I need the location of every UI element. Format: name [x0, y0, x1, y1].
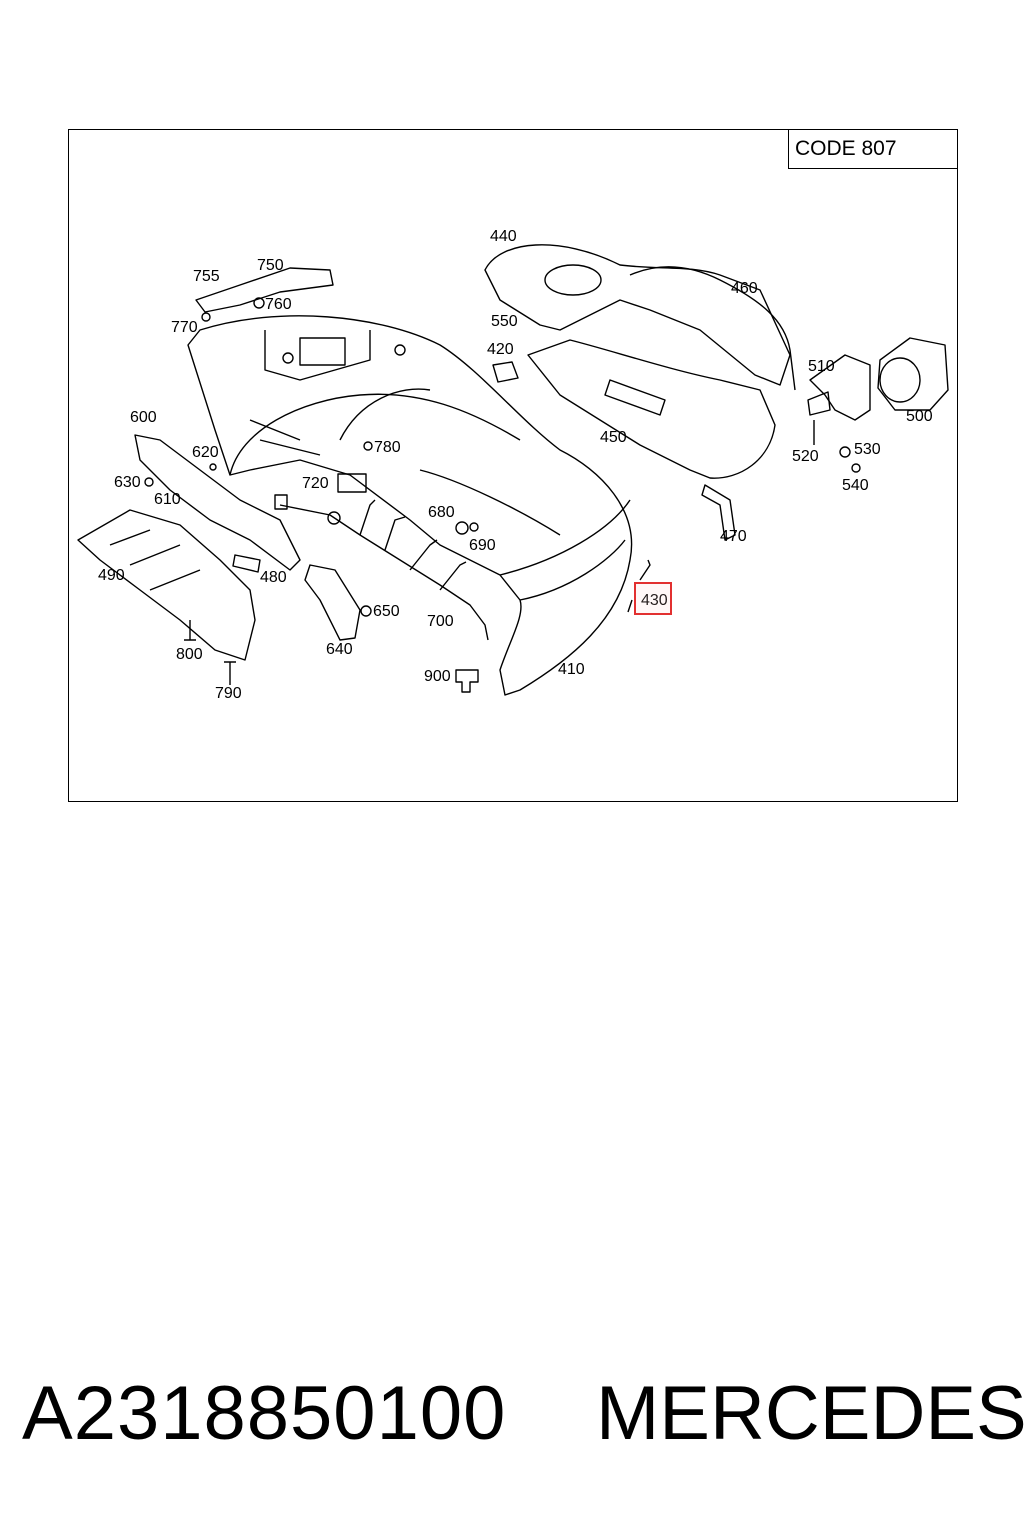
- part-label: 700: [427, 613, 454, 630]
- part-label: 630: [114, 474, 141, 491]
- part-label: 470: [720, 528, 747, 545]
- highlight-box-430: [634, 582, 672, 615]
- panel-490: [77, 509, 256, 661]
- cover-440: [484, 244, 791, 386]
- part-label: 610: [154, 491, 181, 508]
- part-label: 550: [491, 313, 518, 330]
- part-label: 500: [906, 408, 933, 425]
- part-label: 420: [487, 341, 514, 358]
- strip-460: [629, 266, 796, 391]
- part-label: 780: [374, 439, 401, 456]
- part-label: 680: [428, 504, 455, 521]
- bracket-510: [809, 354, 871, 421]
- brand-name: MERCEDES: [596, 1371, 1024, 1456]
- code-note-box: CODE 807: [788, 129, 958, 169]
- footer: A2318850100 MERCEDES: [0, 1370, 1024, 1470]
- part-label-highlighted: 430: [641, 592, 668, 609]
- part-label: 640: [326, 641, 353, 658]
- bracket-600: [134, 434, 301, 571]
- part-label: 790: [215, 685, 242, 702]
- part-label: 650: [373, 603, 400, 620]
- bracket-640: [304, 564, 361, 641]
- part-label: 750: [257, 257, 284, 274]
- diffuser-450: [527, 339, 776, 479]
- part-label: 460: [731, 280, 758, 297]
- strip-470: [701, 484, 736, 541]
- wiring-harness-700: [279, 504, 489, 641]
- part-label: 520: [792, 448, 819, 465]
- part-label: 410: [558, 661, 585, 678]
- part-number: A2318850100: [22, 1371, 507, 1456]
- bracket-750: [195, 267, 334, 313]
- part-label: 440: [490, 228, 517, 245]
- part-430: [627, 559, 651, 613]
- part-label: 600: [130, 409, 157, 426]
- part-label: 690: [469, 537, 496, 554]
- part-label: 720: [302, 475, 329, 492]
- part-label: 540: [842, 477, 869, 494]
- part-label: 755: [193, 268, 220, 285]
- bumper-shell: [187, 315, 633, 696]
- tailpipe-500: [877, 337, 949, 411]
- part-label: 770: [171, 319, 198, 336]
- part-label: 900: [424, 668, 451, 685]
- part-label: 490: [98, 567, 125, 584]
- exploded-parts-drawing: [77, 148, 954, 696]
- part-label: 530: [854, 441, 881, 458]
- code-note: CODE 807: [795, 137, 897, 160]
- part-label: 510: [808, 358, 835, 375]
- part-label: 450: [600, 429, 627, 446]
- part-label: 620: [192, 444, 219, 461]
- part-label: 480: [260, 569, 287, 586]
- part-label: 800: [176, 646, 203, 663]
- part-label: 760: [265, 296, 292, 313]
